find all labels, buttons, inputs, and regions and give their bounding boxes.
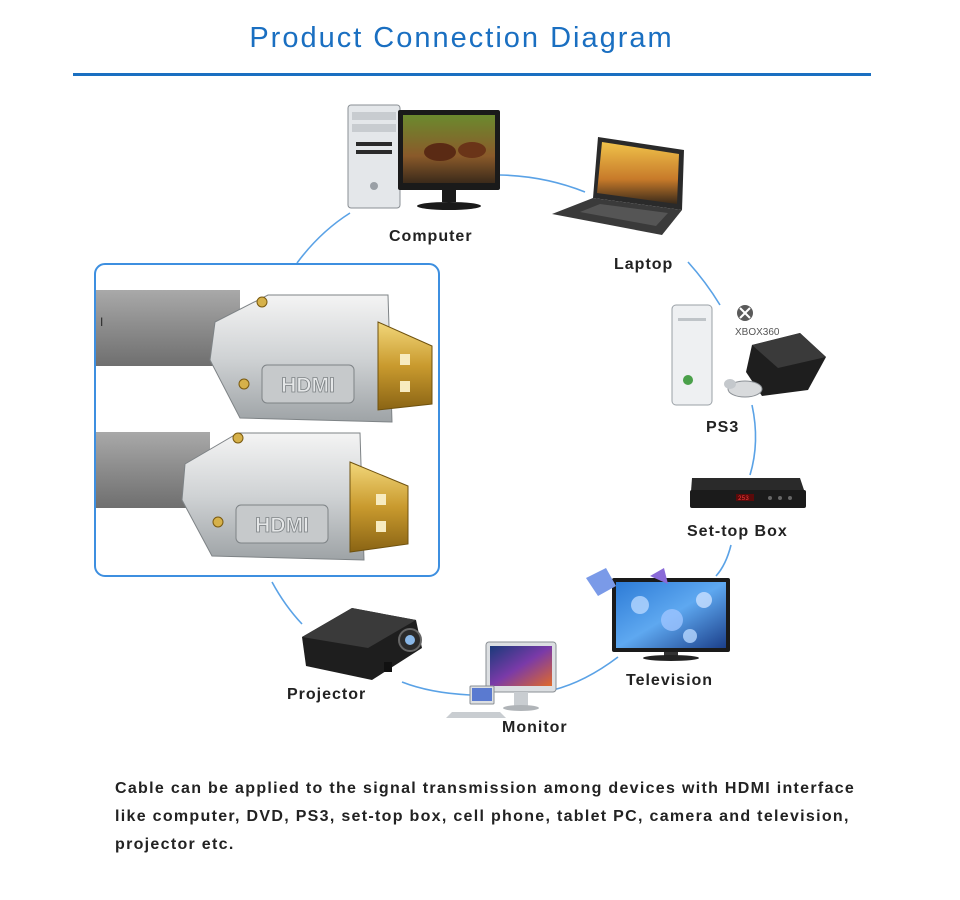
ps3-image: XBOX360: [671, 304, 826, 406]
upper-plug-text: HDMI: [281, 374, 335, 397]
connector-projector-monitor: [401, 681, 471, 696]
laptop-image: [552, 137, 684, 235]
svg-text:253: 253: [738, 495, 749, 502]
cable-inset-frame: [94, 263, 440, 577]
connector-lines: [271, 174, 757, 696]
connector-tv-monitor: [552, 656, 619, 691]
xbox-badge-text: XBOX360: [735, 327, 780, 338]
connector-computer-laptop: [499, 174, 586, 193]
connector-laptop-ps3: [687, 261, 721, 306]
monitor-label: Monitor: [502, 719, 568, 736]
computer-label: Computer: [389, 228, 473, 245]
projector-label: Projector: [287, 686, 367, 703]
connector-settop-tv: [715, 544, 732, 577]
connector-ps3-settop: [749, 404, 757, 476]
description-text: Cable can be applied to the signal trans…: [115, 780, 856, 853]
settop-box-image: 253: [690, 478, 806, 508]
title-divider: [73, 73, 871, 76]
monitor-image: [446, 641, 557, 718]
television-image: [586, 568, 730, 661]
settop-box-label: Set-top Box: [687, 523, 788, 540]
television-label: Television: [626, 672, 714, 689]
lower-plug-text: HDMI: [255, 514, 309, 537]
cable-inset: I HDMI HDMI: [94, 263, 440, 577]
connector-computer-inset: [296, 212, 351, 264]
computer-image: [347, 104, 500, 210]
cable-mark-text: I: [100, 315, 103, 329]
projector-image: [302, 608, 422, 680]
laptop-label: Laptop: [614, 256, 674, 273]
page-title: Product Connection Diagram: [249, 22, 674, 54]
ps3-label: PS3: [706, 419, 740, 436]
connector-inset-projector: [271, 581, 303, 625]
